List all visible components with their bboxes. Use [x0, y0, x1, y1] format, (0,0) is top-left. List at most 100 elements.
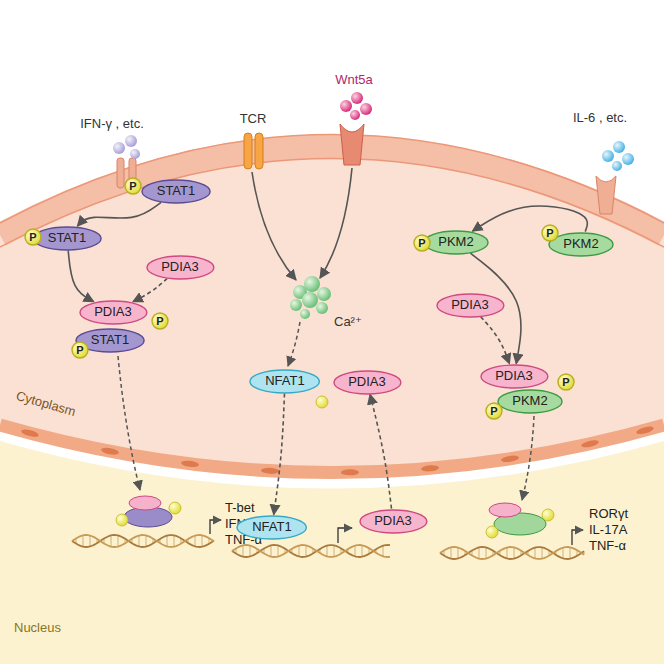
signal-connector [481, 317, 510, 364]
stat1-protein: STAT1 [32, 226, 102, 251]
pdia3-protein: PDIA3 [333, 370, 402, 395]
protein-name: NFAT1 [252, 520, 292, 535]
signal-arrow [320, 168, 352, 278]
protein-name: STAT1 [157, 184, 196, 199]
transcription-arrow [338, 528, 352, 543]
phospho-circle: P [71, 341, 89, 359]
dna-helix [72, 535, 214, 547]
pkm2-protein: PKM2 [497, 389, 563, 414]
ligand-label: IL-6 , etc. [573, 111, 627, 126]
gene-label: TNF-α [589, 539, 626, 554]
signal-arrow [288, 322, 300, 366]
nuclear-stat1-complex [116, 496, 181, 527]
transcription-arrow [572, 530, 583, 545]
protein-name: PKM2 [438, 235, 473, 250]
node-label: PDIA3 [348, 375, 386, 390]
ligand-label: IFN-γ , etc. [80, 117, 144, 132]
node-label: PKM2 [512, 394, 547, 409]
tcr-receptor [244, 133, 263, 169]
phospho-circle: P [124, 177, 142, 195]
gene-label: T-bet [225, 501, 255, 516]
plasma-membrane [0, 147, 664, 236]
nuclear-pore [21, 428, 40, 438]
protein-name: PKM2 [512, 394, 547, 409]
node-label: NFAT1 [265, 374, 305, 389]
node-label: P [129, 180, 136, 193]
phospho-label: P [490, 405, 497, 418]
phospho-label: P [418, 237, 425, 250]
node-label: PDIA3 [161, 260, 199, 275]
pdia3-protein: PDIA3 [79, 300, 148, 325]
compartment-label: Nucleus [14, 621, 61, 636]
phospho-label: P [546, 227, 553, 240]
phospho-circle: P [413, 234, 431, 252]
signal-connector [274, 393, 285, 514]
nuclear-pore [341, 469, 359, 475]
protein-name: PDIA3 [348, 375, 386, 390]
translocation-arrow [118, 356, 140, 490]
protein-name: PDIA3 [161, 260, 199, 275]
node-label: PDIA3 [495, 369, 533, 384]
protein-name: NFAT1 [265, 374, 305, 389]
protein-name: STAT1 [91, 333, 130, 348]
protein-name: STAT1 [48, 231, 87, 246]
pdia3-protein: PDIA3 [146, 255, 215, 280]
phospho-label: P [562, 376, 569, 389]
pdia3-protein: PDIA3 [359, 509, 428, 534]
dna-helix [232, 545, 390, 557]
phospho-circle: P [24, 228, 42, 246]
dna-helix [440, 547, 584, 559]
nfat1-protein: NFAT1 [236, 515, 307, 540]
node-label: PDIA3 [451, 298, 489, 313]
phospho-label: P [29, 231, 36, 244]
gene-label: RORγt [589, 507, 628, 522]
nuclear-pore [181, 460, 200, 468]
phospho-circle: P [151, 312, 169, 330]
gene-label: IL-17A [589, 523, 627, 538]
signal-connector [68, 250, 94, 301]
signal-connector [133, 279, 167, 302]
ion-label: Ca²⁺ [334, 315, 362, 330]
signal-connector [370, 394, 391, 508]
nuclear-pore [261, 467, 279, 474]
node-label: P [76, 344, 83, 357]
nuclear-envelope [0, 425, 664, 473]
phospho-circle: P [485, 402, 503, 420]
pdia3-protein: PDIA3 [436, 293, 505, 318]
phospho-label: P [156, 315, 163, 328]
pdia3-protein: PDIA3 [480, 364, 549, 389]
phospho-label: P [76, 344, 83, 357]
ligand-label: Wnt5a [335, 73, 373, 88]
pkm2-protein: PKM2 [423, 230, 489, 255]
nuclear-pore [501, 455, 520, 464]
node-label: P [29, 231, 36, 244]
membrane-edge [0, 135, 664, 224]
translocation-arrow [522, 416, 534, 500]
node-label: P [490, 405, 497, 418]
wnt5a-receptor [340, 92, 372, 165]
node-label: STAT1 [91, 333, 130, 348]
cytoplasm [0, 147, 664, 473]
perinuclear-gap [0, 425, 664, 664]
phosphate-ball [316, 396, 328, 408]
node-label: P [418, 237, 425, 250]
signal-connector [77, 202, 161, 226]
protein-name: PDIA3 [94, 305, 132, 320]
node-label: P [156, 315, 163, 328]
protein-name: PDIA3 [451, 298, 489, 313]
receptor-label: TCR [240, 112, 267, 127]
nuclear-pore [636, 425, 655, 435]
node-label: PDIA3 [94, 305, 132, 320]
node-label: PDIA3 [374, 514, 412, 529]
node-label: STAT1 [157, 184, 196, 199]
protein-name: PDIA3 [495, 369, 533, 384]
phospho-circle: P [541, 224, 559, 242]
protein-name: PDIA3 [374, 514, 412, 529]
nfat1-protein: NFAT1 [249, 369, 320, 394]
node-label: PKM2 [438, 235, 473, 250]
signal-connector [472, 206, 587, 232]
il6-receptor [596, 141, 634, 214]
node-label: NFAT1 [252, 520, 292, 535]
